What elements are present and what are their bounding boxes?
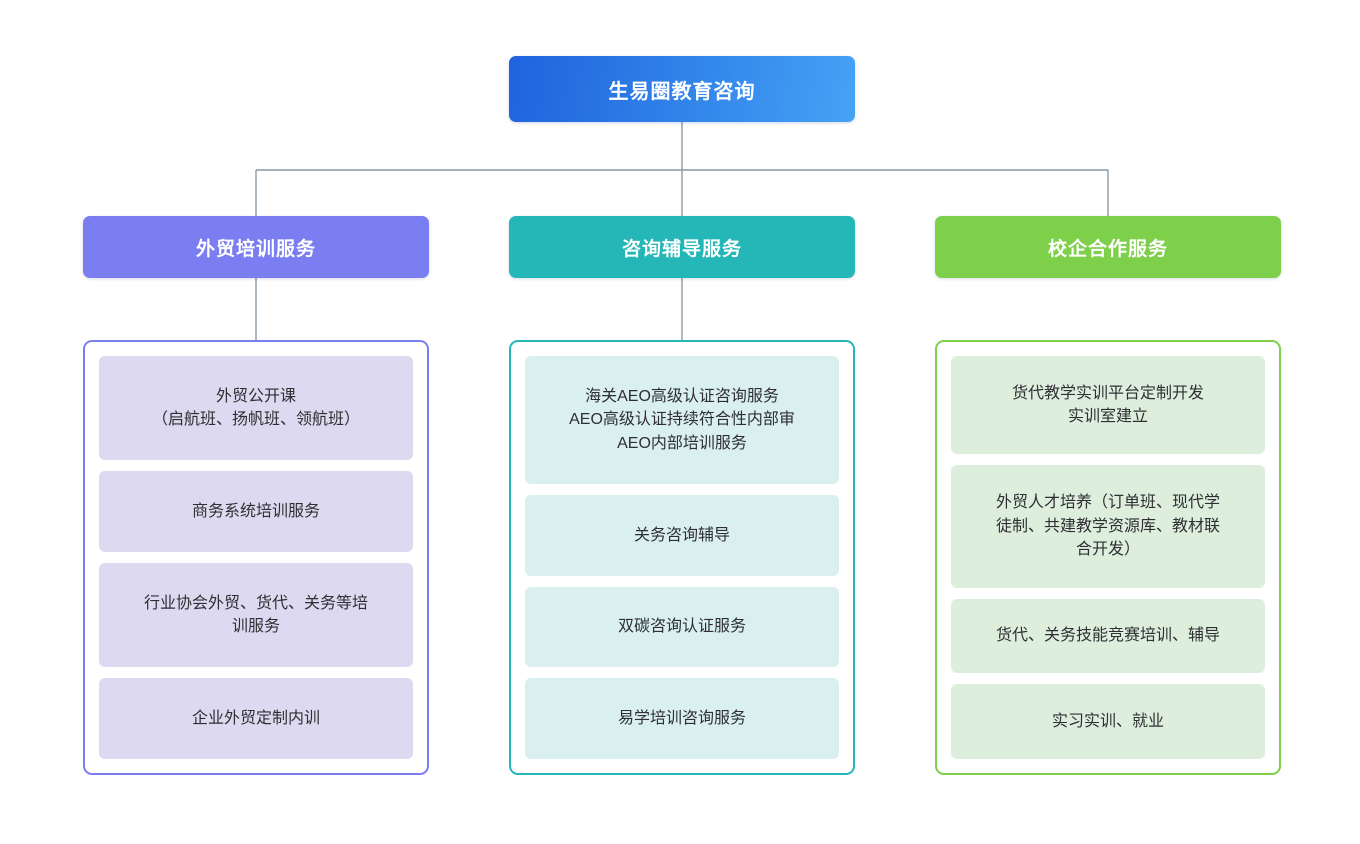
service-panel-consulting-guidance: 海关AEO高级认证咨询服务 AEO高级认证持续符合性内部审 AEO内部培训服务关务咨… (509, 340, 855, 775)
service-item[interactable]: 企业外贸定制内训 (99, 678, 413, 760)
service-item-line: 双碳咨询认证服务 (617, 618, 746, 636)
service-item[interactable]: 行业协会外贸、货代、关务等培训服务 (99, 563, 413, 668)
root-node-label: 生易圈教育咨询 (608, 80, 756, 103)
category-header-school-enterprise-cooperation[interactable]: 校企合作服务 (935, 216, 1281, 278)
service-item[interactable]: 外贸公开课 （启航班、扬帆班、领航班） (99, 356, 413, 461)
service-item-line: AEO内部培训服务 (617, 434, 747, 452)
service-item[interactable]: 双碳咨询认证服务 (525, 586, 839, 668)
service-item-text: 商务系统培训服务 (192, 500, 320, 524)
service-item-text: 实习实训、就业 (1052, 710, 1164, 734)
service-item-line: 企业外贸定制内训 (191, 709, 320, 727)
service-item-line: 实习实训、就业 (1051, 712, 1164, 730)
service-item-text: 易学培训咨询服务 (618, 707, 746, 731)
category-header-consulting-guidance[interactable]: 咨询辅导服务 (509, 216, 855, 278)
category-header-foreign-trade-training[interactable]: 外贸培训服务 (83, 216, 429, 278)
root-node[interactable]: 生易圈教育咨询 (509, 56, 855, 122)
branch-column-consulting-guidance: 咨询辅导服务海关AEO高级认证咨询服务 AEO高级认证持续符合性内部审 AEO内部培… (509, 216, 855, 775)
service-item-line: 训服务 (231, 618, 280, 636)
service-item-text: 外贸人才培养（订单班、现代学徒制、共建教学资源库、教材联合开发） (996, 491, 1220, 562)
category-header-label: 校企合作服务 (1047, 238, 1168, 260)
service-item-text: 海关AEO高级认证咨询服务 AEO高级认证持续符合性内部审 AEO内部培训服务 (569, 385, 795, 456)
service-item-text: 货代、关务技能竞赛培训、辅导 (996, 624, 1220, 648)
service-item[interactable]: 货代教学实训平台定制开发实训室建立 (951, 356, 1265, 455)
service-item[interactable]: 商务系统培训服务 (99, 471, 413, 553)
service-item[interactable]: 实习实训、就业 (951, 684, 1265, 760)
service-item-line: 货代、关务技能竞赛培训、辅导 (995, 627, 1220, 645)
service-item-line: 徒制、共建教学资源库、教材联 (995, 517, 1220, 535)
service-item[interactable]: 外贸人才培养（订单班、现代学徒制、共建教学资源库、教材联合开发） (951, 465, 1265, 588)
service-item-line: 海关AEO高级认证咨询服务 (585, 387, 779, 405)
service-panel-school-enterprise-cooperation: 货代教学实训平台定制开发实训室建立外贸人才培养（订单班、现代学徒制、共建教学资源… (935, 340, 1281, 775)
service-item[interactable]: 关务咨询辅导 (525, 495, 839, 576)
service-item[interactable]: 货代、关务技能竞赛培训、辅导 (951, 598, 1265, 674)
category-header-label: 咨询辅导服务 (621, 238, 742, 260)
service-item-text: 双碳咨询认证服务 (618, 615, 746, 639)
service-item-text: 关务咨询辅导 (634, 524, 730, 548)
service-item-line: 实训室建立 (1067, 408, 1148, 426)
service-item-line: 行业协会外贸、货代、关务等培 (143, 594, 368, 612)
service-item-text: 企业外贸定制内训 (192, 707, 320, 731)
branch-column-foreign-trade-training: 外贸培训服务外贸公开课 （启航班、扬帆班、领航班） 商务系统培训服务行业协会外贸、货… (83, 216, 429, 775)
service-item[interactable]: 易学培训咨询服务 (525, 678, 839, 760)
service-item-line: 合开发） (1075, 541, 1140, 559)
service-item-text: 行业协会外贸、货代、关务等培训服务 (144, 592, 368, 639)
service-item-line: 商务系统培训服务 (191, 502, 320, 520)
service-item-text: 外贸公开课 （启航班、扬帆班、领航班） (152, 385, 360, 432)
category-header-label: 外贸培训服务 (195, 238, 316, 260)
service-item-line: （启航班、扬帆班、领航班） (151, 411, 360, 429)
service-item-line: 外贸公开课 (215, 387, 296, 405)
service-item-line: 货代教学实训平台定制开发 (1011, 384, 1204, 402)
service-panel-foreign-trade-training: 外贸公开课 （启航班、扬帆班、领航班） 商务系统培训服务行业协会外贸、货代、关务等培… (83, 340, 429, 775)
branch-column-school-enterprise-cooperation: 校企合作服务货代教学实训平台定制开发实训室建立外贸人才培养（订单班、现代学徒制、… (935, 216, 1281, 775)
service-item-line: 易学培训咨询服务 (617, 709, 746, 727)
service-item-line: 外贸人才培养（订单班、现代学 (995, 493, 1220, 511)
service-item-text: 货代教学实训平台定制开发实训室建立 (1012, 382, 1204, 429)
service-item[interactable]: 海关AEO高级认证咨询服务 AEO高级认证持续符合性内部审 AEO内部培训服务 (525, 356, 839, 485)
service-item-line: 关务咨询辅导 (633, 526, 730, 544)
service-item-line: AEO高级认证持续符合性内部审 (569, 411, 795, 429)
